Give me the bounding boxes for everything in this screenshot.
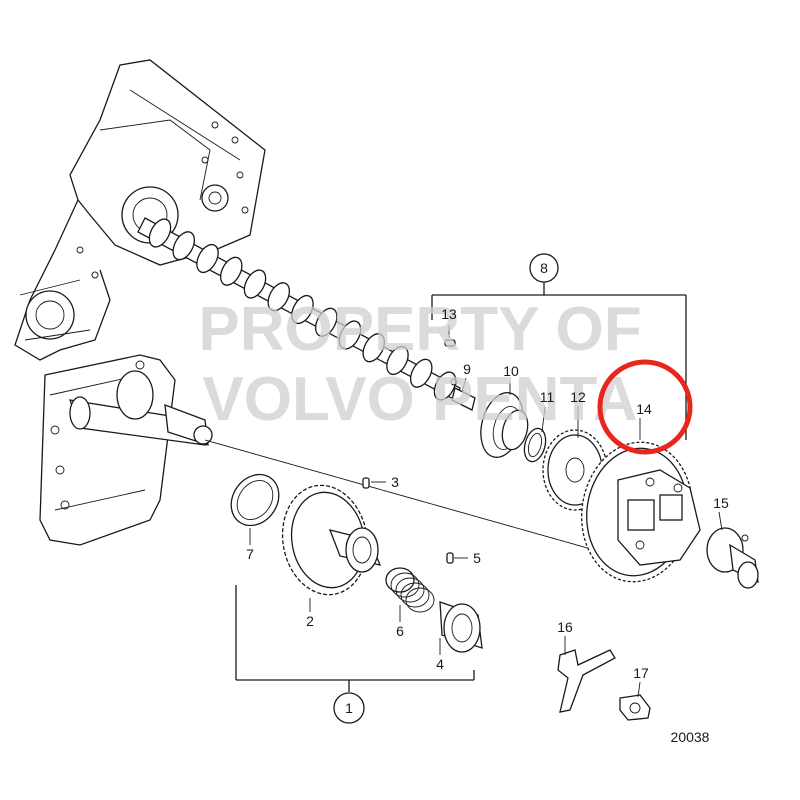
- callout-2: 2: [306, 613, 314, 629]
- camshaft-drawing: [137, 217, 476, 411]
- callout-11: 11: [540, 389, 555, 405]
- bushing-part: [439, 601, 483, 653]
- figure-number: 20038: [671, 729, 710, 745]
- callout-1: 1: [345, 700, 353, 716]
- callout-13: 13: [441, 306, 457, 322]
- callout-10: 10: [503, 363, 519, 379]
- spring-part: [385, 567, 435, 613]
- watermark: PROPERTY OF VOLVO PENTA: [198, 295, 641, 434]
- bearing-part: [480, 392, 529, 458]
- callout-12: 12: [570, 389, 586, 405]
- callout-9: 9: [463, 361, 471, 377]
- cam-lobe: [338, 320, 362, 350]
- cam-lobe: [148, 218, 172, 248]
- callout-leader-lines: [235, 282, 723, 698]
- callout-17: 17: [633, 665, 649, 681]
- timing-cover-drawing: [39, 354, 176, 546]
- cam-lobe: [314, 307, 338, 337]
- large-gear-pump-part: [581, 441, 701, 583]
- bracket-and-bolt-parts: [557, 649, 651, 721]
- highlight-circle: [597, 359, 693, 455]
- callout-15: 15: [713, 495, 729, 511]
- svg-text:VOLVO PENTA: VOLVO PENTA: [202, 365, 637, 434]
- cam-lobe: [172, 231, 196, 261]
- callout-7: 7: [246, 546, 254, 562]
- cam-lobe: [196, 243, 219, 274]
- callout-3: 3: [391, 474, 399, 490]
- idler-shaft-drawing: [69, 370, 631, 561]
- cam-lobe: [362, 333, 386, 363]
- callout-1-circle: [333, 692, 365, 724]
- cam-lobe: [291, 294, 314, 325]
- pin-parts: [362, 339, 456, 564]
- o-ring-part: [230, 473, 280, 527]
- cam-lobe: [219, 256, 243, 286]
- idler-gear-part: [281, 484, 382, 596]
- callout-8: 8: [540, 260, 548, 276]
- callout-16: 16: [557, 619, 573, 635]
- cam-lobe: [433, 371, 457, 401]
- callout-8-circle: [529, 253, 559, 283]
- cam-lobe: [267, 282, 291, 312]
- flange-shaft-part: [706, 527, 759, 589]
- cam-lobe: [386, 345, 409, 376]
- callout-14: 14: [636, 401, 652, 417]
- callout-4: 4: [436, 656, 444, 672]
- svg-text:PROPERTY OF: PROPERTY OF: [198, 295, 641, 364]
- callout-5: 5: [473, 550, 481, 566]
- cam-lobe: [409, 358, 433, 388]
- snap-ring-part: [523, 427, 547, 463]
- cam-lobe: [243, 269, 267, 299]
- callout-6: 6: [396, 623, 404, 639]
